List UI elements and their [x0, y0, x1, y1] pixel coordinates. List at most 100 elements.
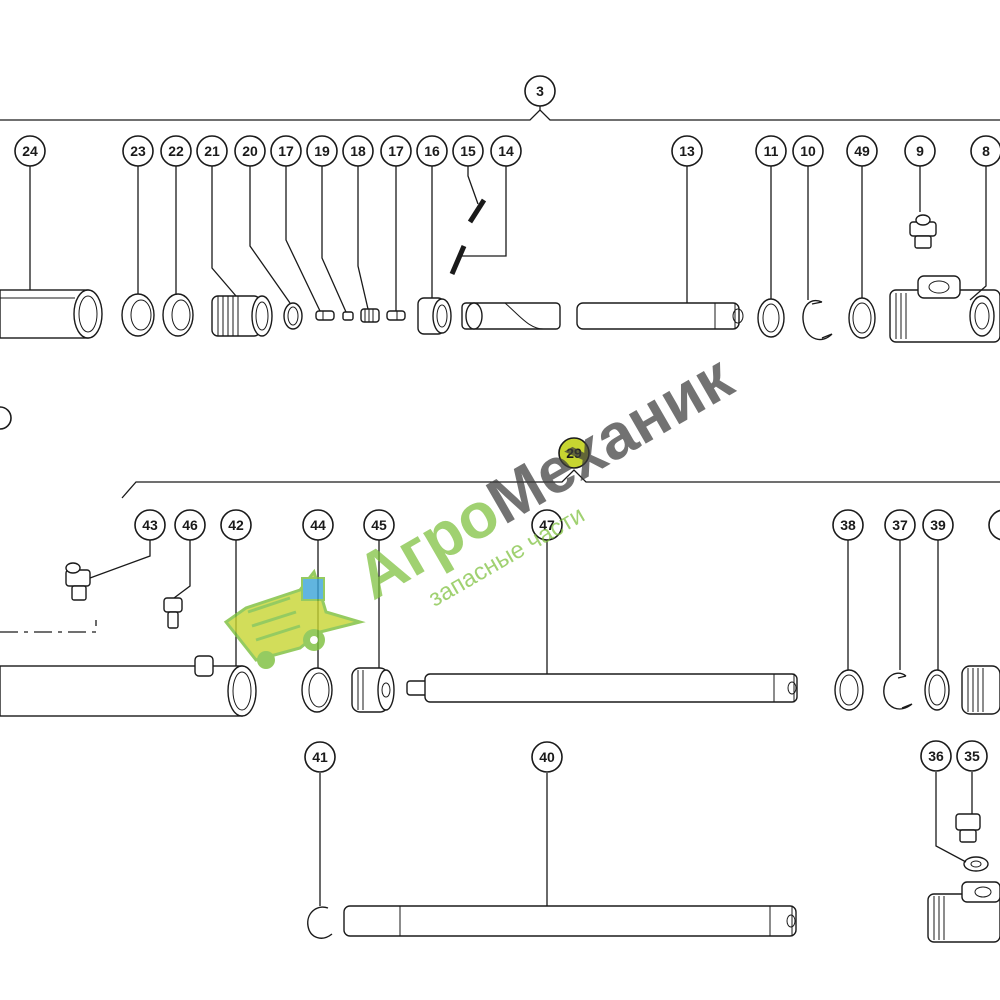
watermark-harvester-logo: [223, 568, 366, 669]
part-11-ring: [757, 298, 785, 338]
part-39-ring: [924, 669, 950, 711]
svg-text:35: 35: [964, 748, 980, 764]
part-8-housing: [889, 275, 1000, 343]
callout-20: 20: [234, 135, 266, 167]
svg-text:22: 22: [168, 143, 184, 159]
svg-text:11: 11: [764, 143, 779, 159]
svg-text:46: 46: [182, 517, 198, 533]
callout-partial-right: [988, 509, 1000, 541]
watermark-brand-mekhanik: Механик: [475, 340, 745, 537]
part-36-washer: [963, 856, 989, 872]
svg-text:39: 39: [930, 517, 946, 533]
svg-text:17: 17: [388, 143, 404, 159]
assembly-bracket-3: [0, 109, 1000, 121]
callout-45: 45: [363, 509, 395, 541]
callout-44: 44: [302, 509, 334, 541]
svg-text:23: 23: [130, 143, 146, 159]
callout-43: 43: [134, 509, 166, 541]
callout-17-left: 17: [270, 135, 302, 167]
part-37-circlip: [883, 672, 913, 710]
svg-text:41: 41: [312, 749, 328, 765]
part-20-o-ring: [283, 302, 303, 330]
part-35-plug: [955, 813, 981, 843]
svg-text:14: 14: [498, 143, 514, 159]
part-14-pin: [449, 245, 467, 275]
callout-9: 9: [904, 135, 936, 167]
svg-text:43: 43: [142, 517, 158, 533]
svg-text:18: 18: [350, 143, 366, 159]
part-22-ring: [162, 293, 194, 337]
part-41-circlip: [307, 906, 333, 939]
part-threaded-head: [961, 665, 1000, 715]
part-49-ring: [848, 297, 876, 339]
callout-15: 15: [452, 135, 484, 167]
part-17-pin-left: [315, 310, 335, 321]
svg-text:38: 38: [840, 517, 856, 533]
callout-39: 39: [922, 509, 954, 541]
svg-text:19: 19: [314, 143, 330, 159]
svg-text:29: 29: [566, 445, 582, 461]
part-44-ring: [301, 667, 333, 713]
svg-text:20: 20: [242, 143, 258, 159]
part-10-circlip: [802, 299, 833, 341]
part-38-ring: [834, 669, 864, 711]
svg-text:15: 15: [460, 143, 476, 159]
part-24-tube: [0, 289, 103, 339]
callout-37: 37: [884, 509, 916, 541]
svg-text:37: 37: [892, 517, 908, 533]
callout-22: 22: [160, 135, 192, 167]
callout-40: 40: [531, 741, 563, 773]
svg-text:17: 17: [278, 143, 294, 159]
svg-text:16: 16: [424, 143, 440, 159]
part-40-rod: [343, 905, 797, 937]
callout-36: 36: [920, 740, 952, 772]
watermark: АгроМеханик запасные части: [344, 340, 745, 613]
callout-19: 19: [306, 135, 338, 167]
svg-text:45: 45: [371, 517, 387, 533]
callout-35: 35: [956, 740, 988, 772]
svg-text:36: 36: [928, 748, 944, 764]
callout-47: 47: [531, 509, 563, 541]
callout-29: 29: [558, 437, 590, 469]
part-43-grease-nipple: [65, 562, 91, 601]
part-13-rod: [576, 302, 744, 330]
svg-text:24: 24: [22, 143, 38, 159]
callouts: 3 24 23 22 21 20 17 19 18 17 16 15 14 13…: [14, 75, 1000, 773]
callout-14: 14: [490, 135, 522, 167]
callout-11: 11: [755, 135, 787, 167]
part-partial-left: [0, 406, 12, 430]
leader-lines: [29, 106, 987, 906]
part-23-ring: [121, 293, 155, 337]
callout-10: 10: [792, 135, 824, 167]
callout-24: 24: [14, 135, 46, 167]
part-15-pin: [467, 198, 487, 224]
svg-text:10: 10: [800, 143, 816, 159]
callout-16: 16: [416, 135, 448, 167]
part-19-pin: [342, 311, 354, 321]
part-9-grease-nipple: [909, 214, 937, 249]
svg-text:49: 49: [854, 143, 870, 159]
callout-42: 42: [220, 509, 252, 541]
part-47-piston-rod: [406, 673, 798, 703]
callout-17-right: 17: [380, 135, 412, 167]
callout-41: 41: [304, 741, 336, 773]
part-short-rod: [461, 302, 561, 330]
part-dashed-axis: [0, 620, 97, 633]
callout-21: 21: [196, 135, 228, 167]
svg-text:8: 8: [982, 143, 990, 159]
svg-text:44: 44: [310, 517, 326, 533]
part-bottom-housing: [927, 881, 1000, 943]
svg-text:40: 40: [539, 749, 555, 765]
callout-8: 8: [970, 135, 1000, 167]
part-46-plug: [163, 597, 183, 629]
callout-46: 46: [174, 509, 206, 541]
callout-49: 49: [846, 135, 878, 167]
svg-text:42: 42: [228, 517, 244, 533]
part-45-piston: [351, 667, 395, 713]
callout-13: 13: [671, 135, 703, 167]
svg-text:АгроМеханик: АгроМеханик: [344, 340, 745, 613]
svg-text:9: 9: [916, 143, 924, 159]
svg-text:3: 3: [536, 83, 544, 99]
callout-18: 18: [342, 135, 374, 167]
